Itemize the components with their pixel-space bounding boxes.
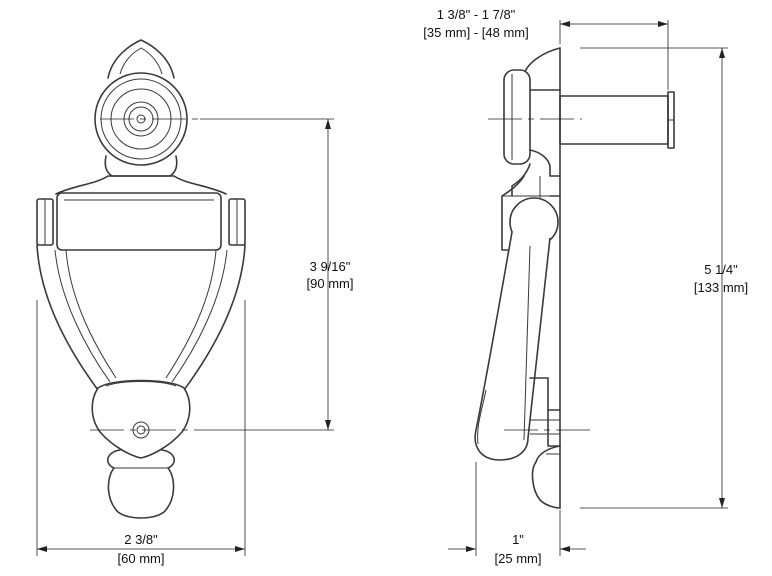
dim-width-imperial: 2 3/8" xyxy=(124,532,158,547)
side-knocker-lever xyxy=(474,231,551,461)
dim-depth-imperial: 1" xyxy=(512,532,524,547)
front-top-finial xyxy=(107,39,175,79)
side-view xyxy=(474,47,675,509)
dim-overall-imperial: 5 1/4" xyxy=(704,262,738,277)
side-bottom-finial xyxy=(531,445,561,509)
dim-depth-metric: [25 mm] xyxy=(495,551,542,566)
dimension-lines xyxy=(36,20,728,556)
dim-width-metric: [60 mm] xyxy=(118,551,165,566)
center-lines xyxy=(90,118,594,431)
front-knocker-arm xyxy=(36,244,99,391)
front-shoulder xyxy=(55,175,227,195)
dim-overall-metric: [133 mm] xyxy=(694,280,748,295)
side-viewer-body xyxy=(503,69,531,165)
front-top-bar xyxy=(56,192,222,251)
dim-door-imperial: 1 3/8" - 1 7/8" xyxy=(437,7,516,22)
dim-door-metric: [35 mm] - [48 mm] xyxy=(423,25,528,40)
front-view xyxy=(36,39,246,519)
dim-height-imperial: 3 9/16" xyxy=(310,259,351,274)
front-bottom-finial xyxy=(107,449,175,519)
front-knocker-head xyxy=(91,379,191,459)
side-viewer-barrel xyxy=(559,95,669,145)
dim-height-metric: [90 mm] xyxy=(307,276,354,291)
dimension-labels: 3 9/16" [90 mm] 2 3/8" [60 mm] 1 3/8" - … xyxy=(118,7,749,566)
